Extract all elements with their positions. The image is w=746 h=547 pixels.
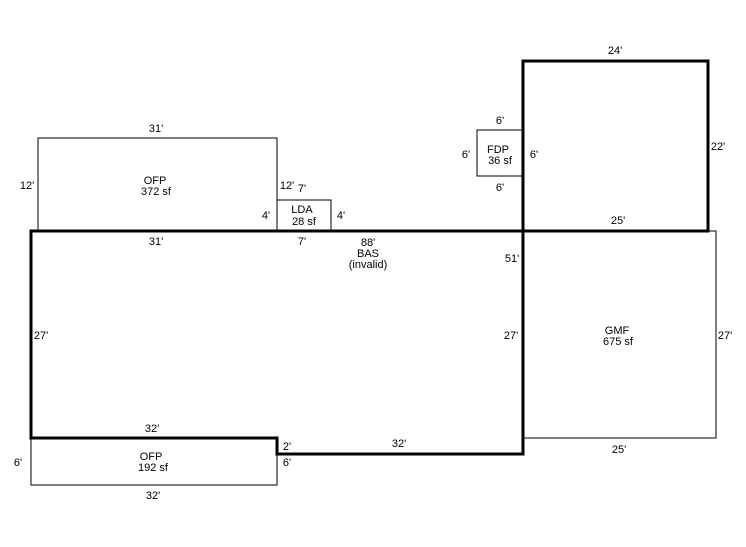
fdp-area: 36 sf [488,155,513,167]
dim-upper-box-bottom: 25' [611,215,625,227]
dim-bas-step: 2' [283,441,291,453]
dim-bas-left: 27' [34,330,48,342]
dim-lda-left: 4' [262,210,270,222]
dim-bas-bottom-left: 32' [145,423,159,435]
gmf-name: GMF [605,325,630,337]
dim-bas-right: 27' [504,330,518,342]
dim-fdp-right: 6' [530,149,538,161]
upper-box-outline [521,59,710,233]
dim-lda-right: 4' [337,210,345,222]
gmf-area: 675 sf [603,336,634,348]
dim-lda-bottom: 7' [298,236,306,248]
dim-gmf-right: 27' [718,330,732,342]
bas-perimeter: 88' [361,237,375,249]
dim-lda-top: 7' [298,183,306,195]
dim-fdp-top: 6' [496,115,504,127]
dim-ofp-lower-right: 6' [283,457,291,469]
dim-bas-bottom-right: 32' [392,438,406,450]
dim-fdp-bottom: 6' [496,182,504,194]
dim-ofp-upper-bottom: 31' [149,236,163,248]
dim-ofp-lower-bottom: 32' [146,490,160,502]
ofp-upper-name: OFP [144,175,167,187]
ofp-lower-name: OFP [140,451,163,463]
bas-area: (invalid) [349,259,388,271]
dim-ofp-upper-top: 31' [149,123,163,135]
bas-name: BAS [357,248,379,260]
lda-area: 28 sf [292,216,317,228]
dim-upper-box-top: 24' [608,45,622,57]
dim-gmf-bottom: 25' [612,444,626,456]
dim-ofp-upper-right: 12' [280,180,294,192]
dim-ofp-upper-left: 12' [20,180,34,192]
dim-ofp-lower-left: 6' [14,457,22,469]
fdp-name: FDP [487,144,509,156]
lda-name: LDA [291,204,313,216]
ofp-upper-area: 372 sf [141,186,172,198]
dim-bas-right-upper: 51' [505,253,519,265]
dim-fdp-left: 6' [462,149,470,161]
dim-upper-box-right: 22' [711,141,725,153]
bas-outline [29,229,525,456]
ofp-lower-area: 192 sf [138,462,169,474]
